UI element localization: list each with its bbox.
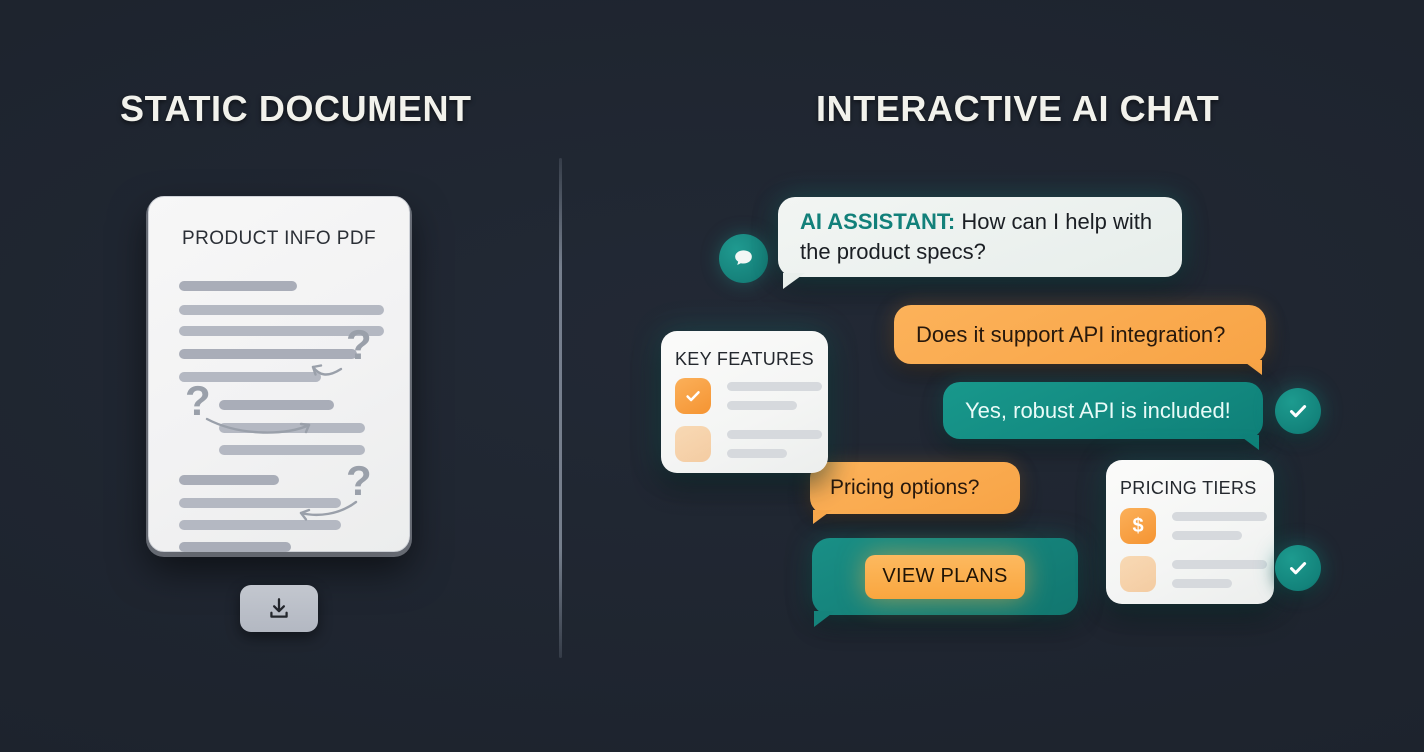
document-text-line: [219, 445, 365, 455]
card-row: [675, 378, 822, 414]
bubble-tail: [1242, 360, 1262, 375]
dollar-square-icon: $: [1120, 508, 1156, 544]
card-row: [1120, 556, 1267, 592]
ai-api-answer-text: Yes, robust API is included!: [965, 397, 1231, 423]
user-pricing-question-text: Pricing options?: [830, 476, 980, 499]
product-info-pdf-document: PRODUCT INFO PDF ? ? ?: [148, 196, 410, 552]
skeleton-line: [1172, 531, 1242, 540]
skeleton-line: [727, 401, 797, 410]
bubble-tail: [1239, 435, 1259, 450]
confusion-question-mark-icon: ?: [346, 321, 372, 368]
bubble-tail: [813, 510, 832, 524]
document-title: PRODUCT INFO PDF: [182, 228, 376, 249]
document-text-line: [179, 349, 357, 359]
check-square-icon: [675, 426, 711, 462]
document-text-line: [219, 400, 334, 410]
message-bubble-ai-api-answer[interactable]: Yes, robust API is included!: [943, 382, 1263, 450]
panel-divider: [559, 158, 562, 658]
user-api-question-text: Does it support API integration?: [916, 321, 1226, 347]
document-text-line: [179, 520, 341, 530]
key-features-title: KEY FEATURES: [675, 349, 814, 369]
document-text-line: [179, 542, 291, 552]
bubble-tail: [814, 611, 835, 627]
status-badge-pricing-confirmed: [1275, 545, 1321, 591]
skeleton-line: [1172, 560, 1267, 569]
card-row: $: [1120, 508, 1267, 544]
document-text-line: [179, 281, 297, 291]
card-row-lines: [1172, 560, 1267, 588]
message-bubble-ai-pricing-cta[interactable]: VIEW PLANS: [812, 538, 1078, 627]
card-row-lines: [1172, 512, 1267, 540]
key-features-card[interactable]: KEY FEATURES: [661, 331, 828, 473]
check-icon: [1290, 562, 1307, 575]
ai-greeting-text: How can I help with the product specs?: [800, 209, 1153, 264]
document-text-line: [219, 423, 365, 433]
card-row-lines: [727, 430, 822, 458]
skeleton-line: [1172, 579, 1232, 588]
document-page: PRODUCT INFO PDF ? ? ?: [148, 196, 410, 552]
confusion-question-mark-icon: ?: [346, 457, 372, 504]
ai-avatar: [719, 234, 768, 283]
pricing-tiers-card[interactable]: PRICING TIERS $: [1106, 460, 1274, 604]
document-text-line: [179, 475, 279, 485]
document-text-line: [179, 305, 384, 315]
document-text-line: [179, 498, 341, 508]
download-button[interactable]: [240, 585, 318, 632]
skeleton-line: [727, 430, 822, 439]
confusion-arrows: [205, 364, 358, 521]
view-plans-button[interactable]: VIEW PLANS: [865, 554, 1025, 599]
message-bubble-ai-greeting[interactable]: AI ASSISTANT: How can I help with the pr…: [778, 197, 1182, 289]
card-row-lines: [727, 382, 822, 410]
static-document-heading: STATIC DOCUMENT: [120, 88, 472, 129]
check-square-icon: [675, 378, 711, 414]
chat-bubble-icon: [735, 250, 752, 266]
message-bubble-user-api-question[interactable]: Does it support API integration?: [894, 305, 1266, 375]
download-icon: [270, 597, 288, 618]
card-row: [675, 426, 822, 462]
skeleton-line: [727, 449, 787, 458]
dollar-square-icon: [1120, 556, 1156, 592]
document-text-line: [179, 372, 321, 382]
ai-assistant-label: AI ASSISTANT:: [800, 209, 956, 234]
check-icon: [1290, 405, 1307, 418]
pricing-tiers-title: PRICING TIERS: [1120, 478, 1257, 498]
message-bubble-user-pricing-question[interactable]: Pricing options?: [810, 462, 1020, 524]
confusion-question-mark-icon: ?: [185, 377, 211, 424]
document-text-line: [179, 326, 384, 336]
bubble-tail: [783, 273, 805, 289]
skeleton-line: [727, 382, 822, 391]
interactive-ai-chat-heading: INTERACTIVE AI CHAT: [816, 88, 1220, 129]
status-badge-api-confirmed: [1275, 388, 1321, 434]
skeleton-line: [1172, 512, 1267, 521]
